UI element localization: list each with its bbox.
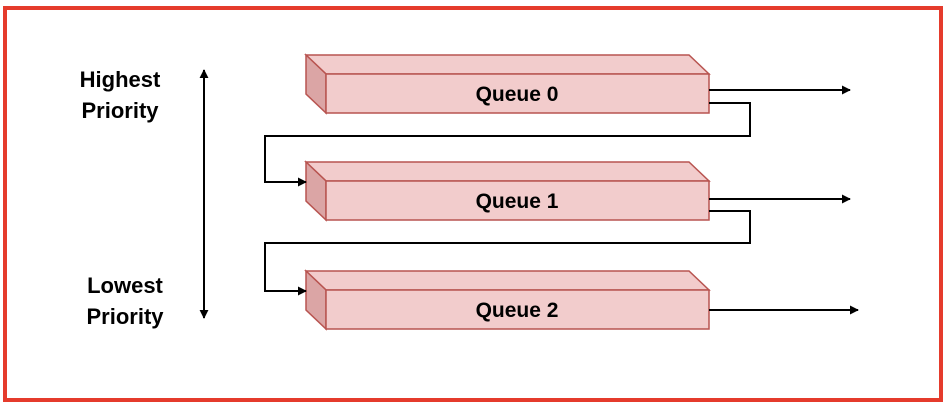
- queue-0-top-face: [304, 54, 711, 75]
- queue-1-front-face: [325, 180, 710, 221]
- queue-1-top-face: [304, 161, 711, 182]
- queue-0-to-queue-1-arrow: [264, 102, 751, 187]
- queue-1-label: Queue 1: [476, 190, 559, 213]
- queue-0: Queue 0: [304, 53, 711, 115]
- lowest-label-line2: Priority: [86, 304, 164, 329]
- queue-2-label: Queue 2: [476, 299, 559, 322]
- queue-2-front-face: [325, 289, 710, 330]
- queue-1-to-queue-2-arrow: [264, 210, 751, 296]
- queue-0-front-face: [325, 73, 710, 114]
- diagram-frame: [3, 6, 943, 402]
- highest-label-line1: Highest: [79, 67, 161, 92]
- highest-label-line2: Priority: [81, 98, 159, 123]
- highest-priority-label: Highest Priority: [62, 64, 178, 126]
- queue-1: Queue 1: [304, 160, 711, 222]
- lowest-label-line1: Lowest: [87, 273, 163, 298]
- queue-2: Queue 2: [304, 269, 711, 331]
- queue-0-label: Queue 0: [476, 83, 559, 106]
- lowest-priority-label: Lowest Priority: [66, 270, 184, 332]
- queue-2-top-face: [304, 270, 711, 291]
